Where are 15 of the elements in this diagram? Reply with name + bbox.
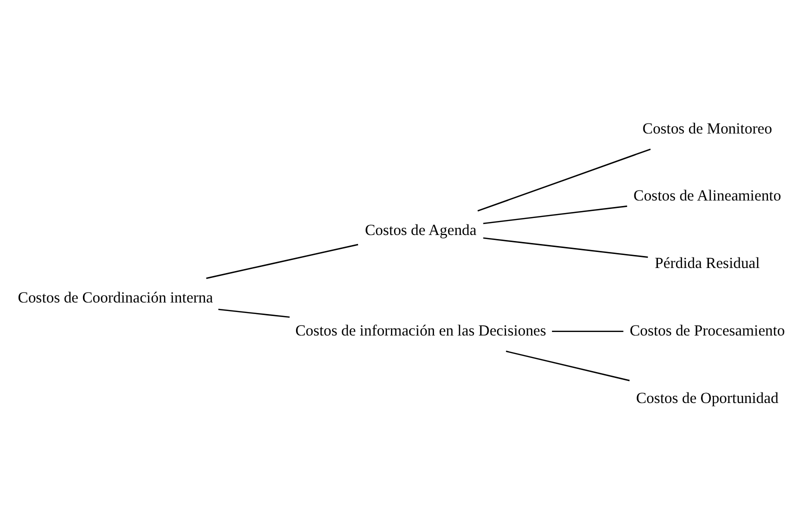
node-text: Costos de Alineamiento — [634, 187, 782, 204]
connector — [552, 330, 624, 332]
connector — [478, 148, 651, 212]
node-text: Costos de Procesamiento — [630, 322, 785, 339]
connector — [483, 205, 628, 224]
connector — [483, 236, 648, 258]
node-text: Costos de información en las Decisiones — [295, 322, 546, 339]
node-text: Costos de Agenda — [365, 221, 477, 238]
connector — [206, 243, 358, 278]
node-text: Costos de Oportunidad — [636, 389, 778, 406]
node-text: Costos de Coordinación interna — [18, 288, 214, 306]
connector — [218, 308, 290, 318]
node-text: Costos de Monitoreo — [642, 120, 772, 137]
connector — [506, 350, 630, 381]
node-text: Pérdida Residual — [654, 254, 760, 272]
